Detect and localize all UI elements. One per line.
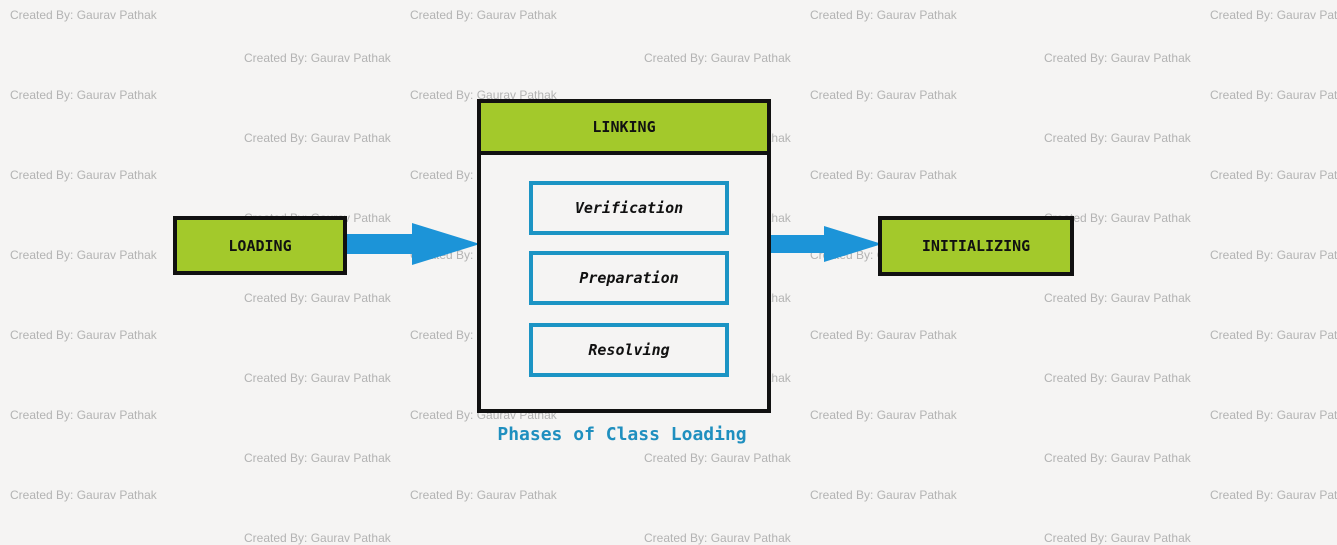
watermark-text: Created By: Gaurav Pathak	[810, 168, 957, 182]
watermark-text: Created By: Gaurav Pathak	[1044, 51, 1191, 65]
watermark-text: Created By: Gaurav Pathak	[244, 131, 391, 145]
watermark-text: Created By: Gaurav Pathak	[10, 168, 157, 182]
resolving-label: Resolving	[588, 341, 670, 359]
verification-box: Verification	[529, 181, 729, 235]
watermark-text: Created By: Gaurav Pathak	[244, 291, 391, 305]
watermark-text: Created By: Gaurav Pathak	[1044, 371, 1191, 385]
watermark-text: Created By: Gaurav Pathak	[10, 408, 157, 422]
watermark-text: Created By: Gaurav Pathak	[10, 488, 157, 502]
watermark-text: Created By: Gaurav Pathak	[410, 8, 557, 22]
watermark-text: Created By: Gaurav Pathak	[810, 8, 957, 22]
watermark-text: Created By: Gaurav Pathak	[244, 451, 391, 465]
watermark-text: Created By: Gaurav Pathak	[244, 371, 391, 385]
linking-phase-header: LINKING	[481, 103, 767, 155]
watermark-text: Created By: Gaurav Pathak	[1210, 88, 1337, 102]
linking-phase-label: LINKING	[592, 118, 656, 136]
preparation-box: Preparation	[529, 251, 729, 305]
watermark-text: Created By: Gaurav Pathak	[10, 328, 157, 342]
watermark-text: Created By: Gaurav Pathak	[1044, 131, 1191, 145]
watermark-text: Created By: Gaurav Pathak	[244, 51, 391, 65]
loading-phase-label: LOADING	[228, 236, 292, 255]
watermark-text: Created By: Gaurav Pathak	[1044, 211, 1191, 225]
watermark-text: Created By: Gaurav Pathak	[810, 488, 957, 502]
watermark-text: Created By: Gaurav Pathak	[810, 408, 957, 422]
watermark-text: Created By: Gaurav Pathak	[810, 88, 957, 102]
verification-label: Verification	[574, 199, 684, 217]
watermark-text: Created By: Gaurav Pathak	[410, 488, 557, 502]
linking-phase-box: LINKING Verification Preparation Resolvi…	[477, 99, 771, 413]
resolving-box: Resolving	[529, 323, 729, 377]
watermark-text: Created By: Gaurav Pathak	[1210, 328, 1337, 342]
arrow-loading-to-linking	[344, 223, 480, 265]
watermark-text: Created By: Gaurav Pathak	[644, 51, 791, 65]
watermark-text: Created By: Gaurav Pathak	[1044, 291, 1191, 305]
watermark-text: Created By: Gaurav Pathak	[10, 88, 157, 102]
preparation-label: Preparation	[579, 269, 679, 287]
watermark-text: Created By: Gaurav Pathak	[410, 88, 557, 102]
watermark-text: Created By: Gaurav Pathak	[644, 451, 791, 465]
watermark-text: Created By: Gaurav Pathak	[1210, 488, 1337, 502]
watermark-text: Created By: Gaurav Pathak	[1044, 451, 1191, 465]
watermark-text: Created By: Gaurav Pathak	[1210, 8, 1337, 22]
arrow-linking-to-initializing	[769, 226, 882, 262]
watermark-text: Created By: Gaurav Pathak	[10, 248, 157, 262]
watermark-text: Created By: Gaurav Pathak	[1210, 248, 1337, 262]
watermark-text: Created By: Gaurav Pathak	[644, 531, 791, 545]
watermark-text: Created By: Gaurav Pathak	[10, 8, 157, 22]
initializing-phase-label: INITIALIZING	[921, 237, 1031, 255]
watermark-text: Created By: Gaurav Pathak	[244, 531, 391, 545]
loading-phase-box: LOADING	[173, 216, 347, 275]
watermark-text: Created By: Gaurav Pathak	[1044, 531, 1191, 545]
watermark-text: Created By: Gaurav Pathak	[1210, 168, 1337, 182]
diagram-caption: Phases of Class Loading	[497, 424, 747, 445]
initializing-phase-box: INITIALIZING	[878, 216, 1074, 276]
watermark-text: Created By: Gaurav Pathak	[1210, 408, 1337, 422]
watermark-text: Created By: Gaurav Pathak	[810, 328, 957, 342]
